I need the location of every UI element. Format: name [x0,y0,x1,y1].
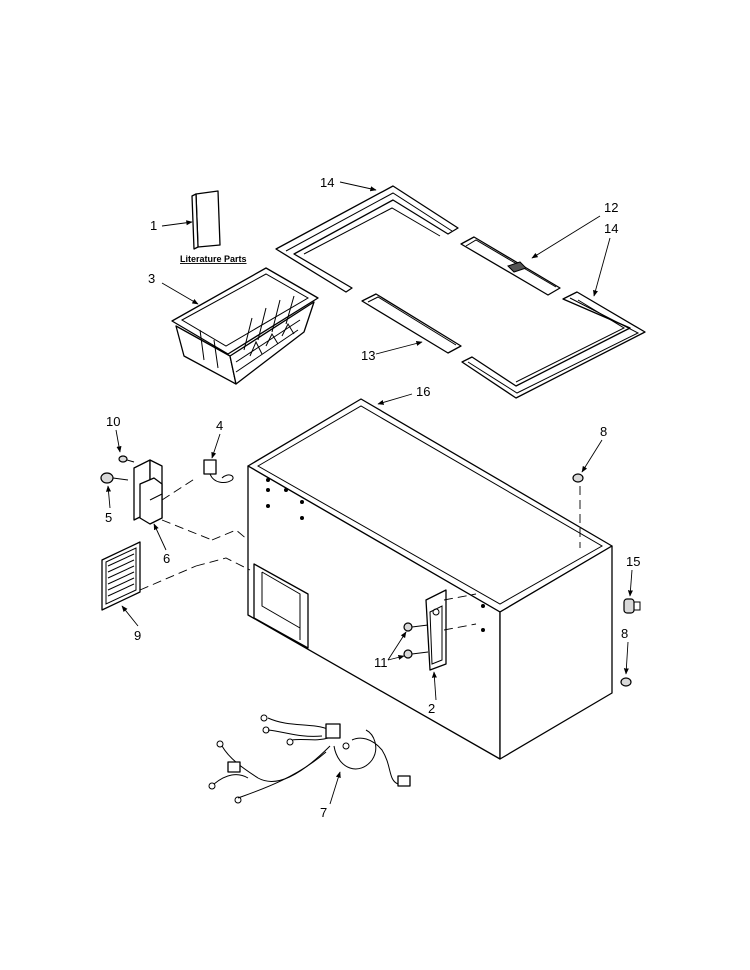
part-basket [171,267,319,385]
part-leveling-foot-bottom [620,677,632,687]
callout-3: 3 [148,271,155,286]
part-drain-plug [623,598,641,614]
callout-2: 2 [428,701,435,716]
part-thermostat-screw [118,455,135,463]
callout-14-right: 14 [604,221,618,236]
literature-parts-label: Literature Parts [180,254,247,264]
part-cabinet [247,398,613,760]
callout-8-bottom: 8 [621,626,628,641]
callout-16: 16 [416,384,430,399]
callout-14-top: 14 [320,175,334,190]
leader-lines [106,181,633,805]
callout-13: 13 [361,348,375,363]
part-center-divider [460,236,561,296]
part-connector [203,459,234,483]
callout-10: 10 [106,414,120,429]
callout-7: 7 [320,805,327,820]
part-leveling-foot-top [572,473,584,548]
part-gasket-back [275,185,459,293]
callout-1: 1 [150,218,157,233]
part-side-strip [361,293,462,354]
part-gasket-front [461,291,646,399]
part-screws [403,622,429,659]
callout-5: 5 [105,510,112,525]
part-thermostat [133,459,249,541]
callout-15: 15 [626,554,640,569]
part-wire-harness [208,714,411,804]
callout-9: 9 [134,628,141,643]
part-literature-booklet [191,190,221,250]
callout-12: 12 [604,200,618,215]
part-hinge [425,589,477,671]
callout-8-top: 8 [600,424,607,439]
part-control-knob [100,472,129,484]
callout-6: 6 [163,551,170,566]
part-vent-grille [101,541,251,611]
callout-11: 11 [374,655,388,670]
callout-numbers: 1 3 14 12 14 13 16 8 10 4 5 6 9 15 8 11 … [105,175,640,820]
callout-4: 4 [216,418,223,433]
